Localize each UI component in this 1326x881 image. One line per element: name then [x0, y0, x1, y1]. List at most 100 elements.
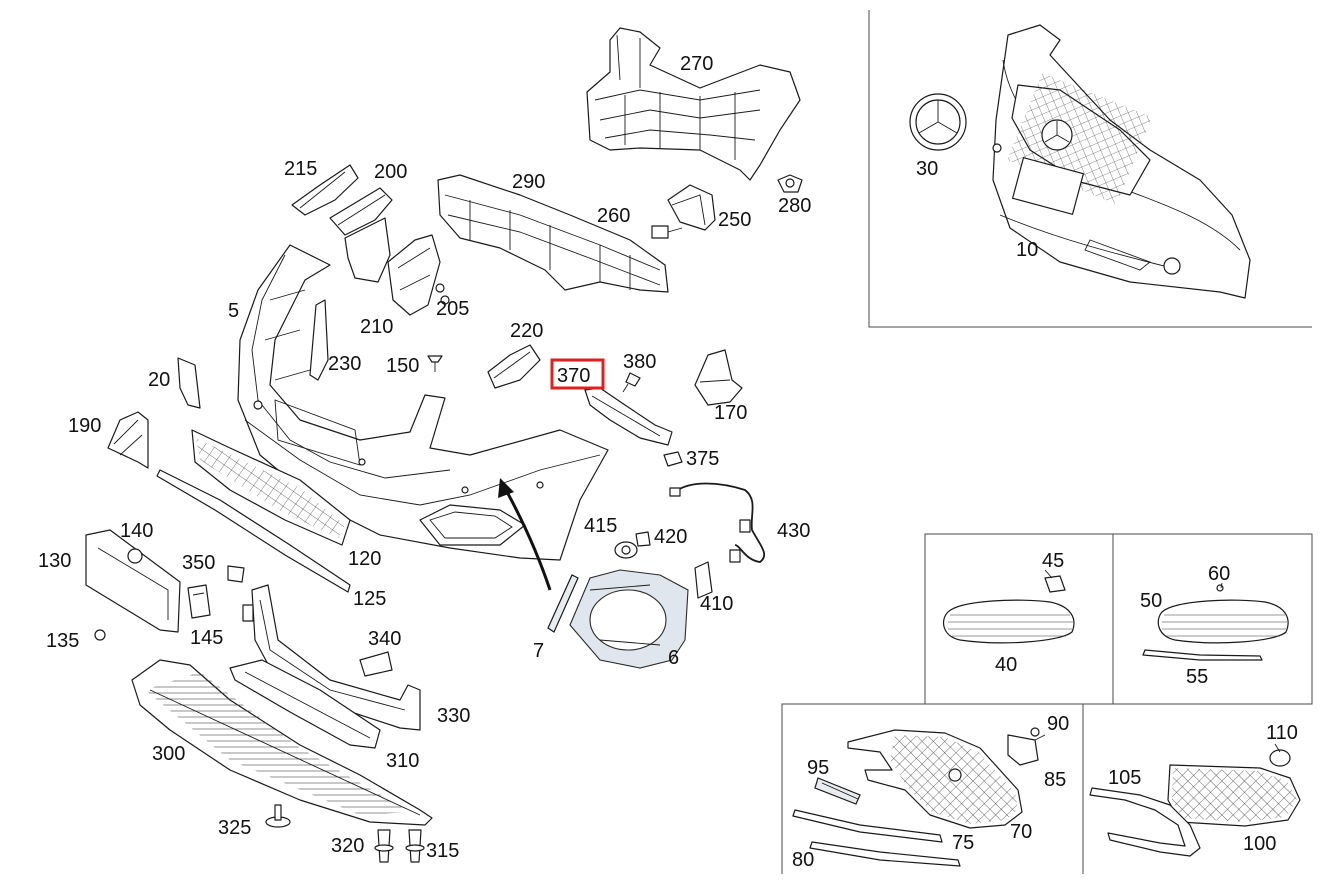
- label-260: 260: [597, 205, 630, 227]
- clip-150: [427, 355, 443, 372]
- fog-lamp-grille-40: [942, 575, 1075, 644]
- label-145: 145: [190, 627, 223, 649]
- assembly-arrow: [498, 478, 552, 591]
- bumper-cover-5: [237, 244, 609, 561]
- screw-380: [622, 372, 641, 393]
- label-7: 7: [533, 640, 544, 662]
- complete-bumper-inset-drawing: [909, 24, 1251, 299]
- label-370[interactable]: 370: [557, 365, 590, 387]
- sensor-415: [614, 541, 638, 559]
- holder-420: [635, 531, 651, 547]
- label-210: 210: [360, 316, 393, 338]
- bracket-145: [187, 584, 211, 619]
- label-320: 320: [331, 835, 364, 857]
- label-200: 200: [374, 161, 407, 183]
- fastener-315: [405, 829, 425, 863]
- label-125: 125: [353, 588, 386, 610]
- bracket-200: [329, 187, 393, 236]
- fog-lamp-grille-50: [1142, 584, 1289, 661]
- label-6: 6: [668, 647, 679, 669]
- label-325: 325: [218, 817, 251, 839]
- wiring-harness-430: [669, 482, 765, 563]
- label-380: 380: [623, 351, 656, 373]
- bracket-250-260: [651, 184, 716, 239]
- label-100: 100: [1243, 833, 1276, 855]
- part-labels: 270 215 200 290 260 250 280 5 205 210 22…: [38, 53, 1298, 871]
- trim-strip-230: [309, 299, 329, 381]
- label-140: 140: [120, 520, 153, 542]
- label-20: 20: [148, 369, 170, 391]
- cap-20: [177, 357, 201, 409]
- fastener-320: [374, 829, 394, 863]
- label-420: 420: [654, 526, 687, 548]
- label-290: 290: [512, 171, 545, 193]
- label-220: 220: [510, 320, 543, 342]
- label-5: 5: [228, 300, 239, 322]
- leader-lines: [1034, 569, 1281, 753]
- label-215: 215: [284, 158, 317, 180]
- label-50: 50: [1140, 590, 1162, 612]
- fog-lamp-housing-6: [569, 569, 689, 669]
- label-415: 415: [584, 515, 617, 537]
- label-330: 330: [437, 705, 470, 727]
- trim-ring-7: [547, 574, 579, 633]
- side-guide-210: [344, 217, 441, 316]
- label-45: 45: [1042, 550, 1064, 572]
- label-90: 90: [1047, 713, 1069, 735]
- label-280: 280: [778, 195, 811, 217]
- label-300: 300: [152, 743, 185, 765]
- chrome-grille-70: [847, 727, 1040, 829]
- label-135: 135: [46, 630, 79, 652]
- screw-205: [435, 283, 450, 305]
- label-80: 80: [792, 849, 814, 871]
- trim-strip-75: [792, 809, 943, 843]
- label-410: 410: [700, 593, 733, 615]
- label-105: 105: [1108, 767, 1141, 789]
- underbody-panel-300: [131, 659, 433, 826]
- label-95: 95: [807, 757, 829, 779]
- bracket-410: [694, 561, 713, 599]
- bracket-220: [487, 344, 541, 389]
- label-40: 40: [995, 654, 1017, 676]
- bracket-190: [107, 411, 149, 469]
- label-120: 120: [348, 548, 381, 570]
- trim-strip-80: [809, 841, 961, 867]
- bracket-215: [291, 164, 359, 216]
- lower-grille-120: [191, 429, 351, 546]
- bumper-carrier-290: [437, 174, 669, 293]
- label-60: 60: [1208, 563, 1230, 585]
- label-315: 315: [426, 840, 459, 862]
- label-75: 75: [952, 832, 974, 854]
- chrome-trim-105: [1089, 787, 1201, 857]
- label-150: 150: [386, 355, 419, 377]
- label-10: 10: [1016, 239, 1038, 261]
- label-340: 340: [368, 628, 401, 650]
- clip-350: [227, 565, 245, 583]
- label-230: 230: [328, 353, 361, 375]
- label-55: 55: [1186, 666, 1208, 688]
- highlight-box-370[interactable]: [550, 358, 605, 390]
- clip-340: [359, 651, 393, 677]
- clip-375: [663, 451, 683, 467]
- trim-strip-125: [156, 469, 351, 593]
- inset-frames: [781, 10, 1313, 874]
- label-205: 205: [436, 298, 469, 320]
- label-70: 70: [1010, 821, 1032, 843]
- label-85: 85: [1044, 769, 1066, 791]
- fastener-325: [265, 804, 291, 828]
- upper-bumper-mount-270: [586, 27, 801, 181]
- chrome-grille-100: [1167, 749, 1301, 827]
- label-30: 30: [916, 158, 938, 180]
- label-270: 270: [680, 53, 713, 75]
- label-350: 350: [182, 552, 215, 574]
- label-250: 250: [718, 209, 751, 231]
- bracket-370: [584, 387, 673, 446]
- trim-strip-95: [814, 777, 861, 805]
- label-430: 430: [777, 520, 810, 542]
- label-375: 375: [686, 448, 719, 470]
- clip-280: [777, 174, 803, 193]
- label-170: 170: [714, 402, 747, 424]
- label-310: 310: [386, 750, 419, 772]
- label-190: 190: [68, 415, 101, 437]
